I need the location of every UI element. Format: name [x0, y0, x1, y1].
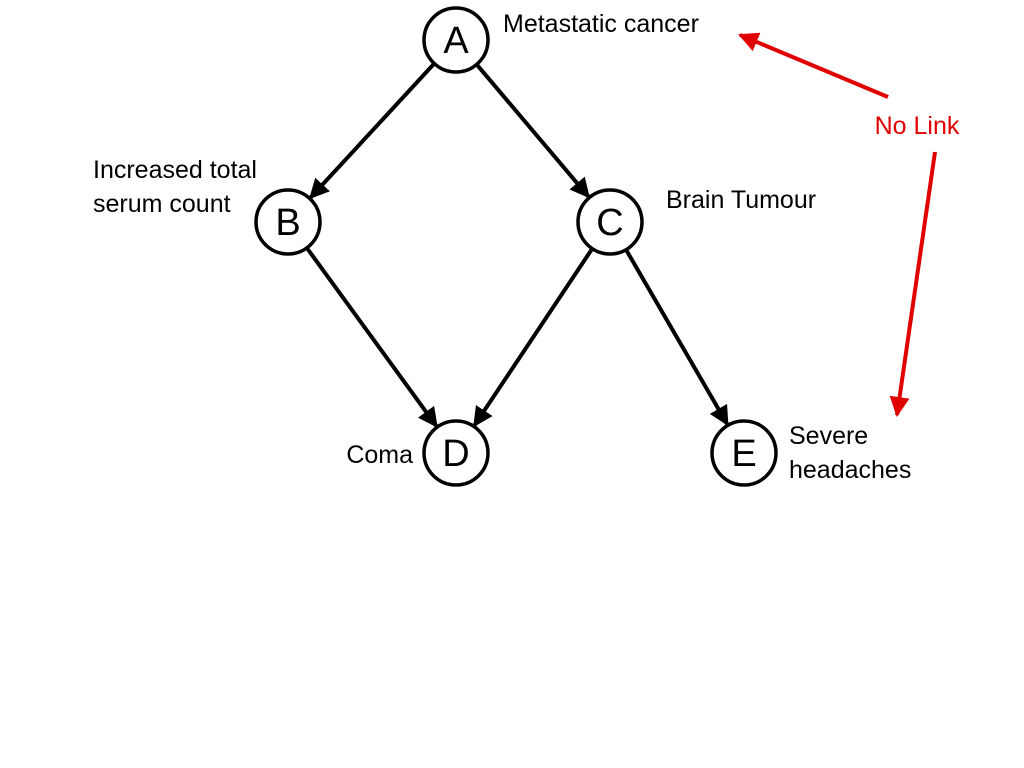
node-letter: C	[596, 202, 623, 244]
node-label-d: Coma	[346, 441, 413, 469]
label-line: serum count	[93, 190, 231, 218]
node-c: C	[576, 188, 644, 256]
node-letter: D	[442, 433, 469, 475]
no-link-arrow-to-a	[738, 32, 889, 99]
node-letter: E	[731, 433, 756, 475]
node-letter: A	[443, 20, 469, 62]
node-circle	[254, 188, 322, 256]
no-link-arrow-to-e	[889, 151, 937, 417]
nodes-layer: A B C D E	[254, 6, 778, 487]
node-circle	[710, 419, 778, 487]
annotation-layer: No Link	[738, 32, 960, 417]
node-e: E	[710, 419, 778, 487]
no-link-label: No Link	[875, 112, 960, 140]
edge-b-d	[305, 246, 439, 428]
label-line: Severe	[789, 422, 868, 450]
node-circle	[422, 419, 490, 487]
edge-a-b	[308, 62, 436, 200]
label-line: Increased total	[93, 156, 257, 184]
node-a: A	[422, 6, 490, 74]
node-circle	[576, 188, 644, 256]
label-line: Brain Tumour	[666, 186, 816, 214]
node-label-a: Metastatic cancer	[503, 10, 699, 38]
node-letter: B	[275, 202, 300, 244]
edge-a-c	[475, 63, 591, 199]
label-line: Coma	[346, 441, 413, 469]
node-label-e: Severe headaches	[789, 422, 911, 484]
edge-c-e	[624, 248, 730, 427]
node-b: B	[254, 188, 322, 256]
node-circle	[422, 6, 490, 74]
node-label-c: Brain Tumour	[666, 186, 816, 214]
edge-c-d	[472, 247, 594, 428]
node-d: D	[422, 419, 490, 487]
label-line: Metastatic cancer	[503, 10, 699, 38]
label-line: headaches	[789, 456, 911, 484]
edges-layer	[305, 62, 730, 428]
node-label-b: Increased total serum count	[93, 156, 257, 218]
